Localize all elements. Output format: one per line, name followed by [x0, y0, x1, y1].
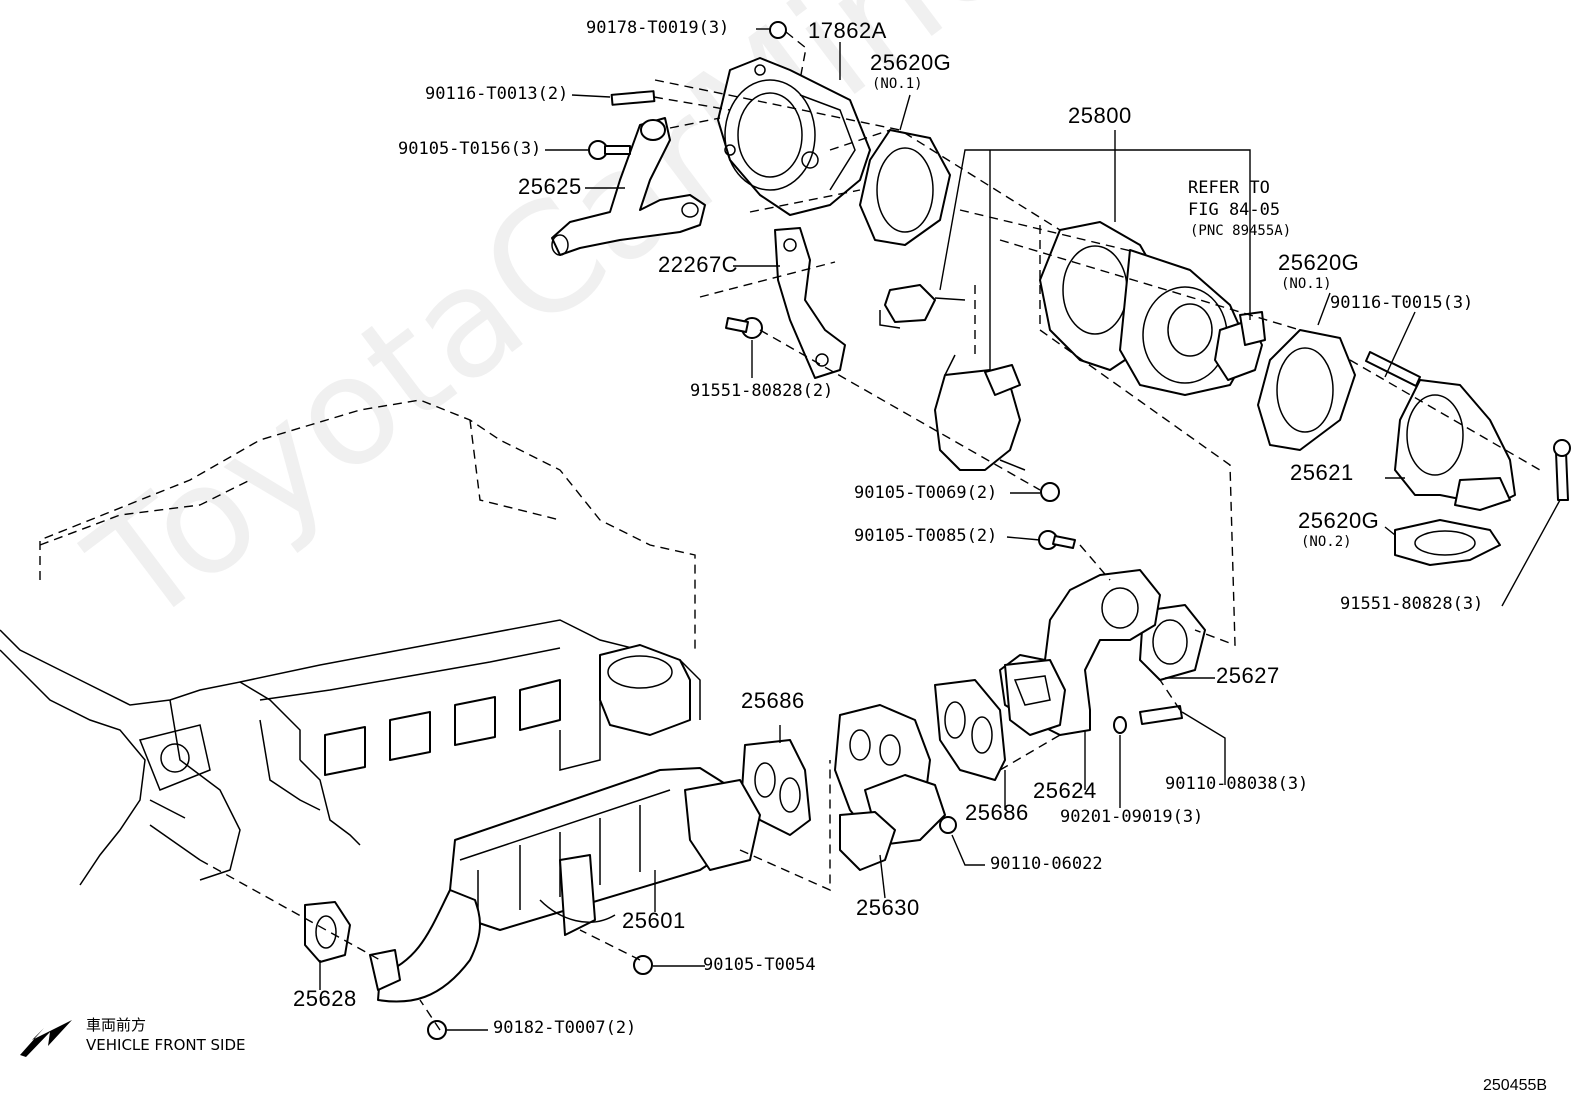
label-90116-t0013: 90116-T0013(2) [425, 84, 569, 104]
part-25621-pipe [1394, 379, 1516, 511]
refer-line-3: (PNC 89455A) [1190, 223, 1292, 239]
label-25601: 25601 [622, 908, 686, 933]
refer-line-1: REFER TO [1188, 178, 1270, 198]
part-25627 [1139, 604, 1206, 681]
fasteners [427, 21, 1571, 1040]
part-25620g-right [1257, 329, 1356, 451]
vehicle-front-side-note: 車両前方 VEHICLE FRONT SIDE [86, 1015, 246, 1055]
part-vsv [879, 284, 1026, 471]
label-22267c: 22267C [658, 252, 739, 277]
label-25620g-right-sub: (NO.1) [1281, 276, 1332, 292]
label-25620g-no2-sub: (NO.2) [1301, 534, 1352, 550]
label-91551-80828-3: 91551-80828(3) [1340, 594, 1484, 614]
part-25620g-top [859, 129, 951, 246]
part-25620g-no2 [1394, 519, 1501, 566]
part-22267c [774, 227, 846, 379]
figure-id: 250455B [1483, 1077, 1548, 1094]
label-25620g-top: 25620G [870, 50, 952, 75]
label-90110-06022: 90110-06022 [990, 854, 1103, 874]
part-25625 [551, 117, 706, 256]
part-25624-pipe [999, 569, 1161, 736]
front-side-en: VEHICLE FRONT SIDE [86, 1036, 246, 1054]
label-90178-t0019: 90178-T0019(3) [586, 18, 730, 38]
leader-lines [319, 28, 1561, 1031]
front-direction-arrow-icon [20, 1020, 72, 1057]
label-90116-t0015: 90116-T0015(3) [1330, 293, 1474, 313]
front-side-jp: 車両前方 [86, 1016, 147, 1034]
label-25628: 25628 [293, 986, 357, 1011]
label-25620g-top-sub: (NO.1) [872, 76, 923, 92]
label-25620g-right: 25620G [1278, 250, 1360, 275]
label-25686-b: 25686 [965, 800, 1029, 825]
label-90105-t0156: 90105-T0156(3) [398, 139, 542, 159]
part-25601-egr-cooler [369, 767, 761, 1003]
label-25627: 25627 [1216, 663, 1280, 688]
part-17862a [717, 57, 871, 216]
part-25630-valve [834, 704, 946, 871]
label-90182-t0007: 90182-T0007(2) [493, 1018, 637, 1038]
label-90105-t0069: 90105-T0069(2) [854, 483, 998, 503]
label-25686-a: 25686 [741, 688, 805, 713]
label-25625: 25625 [518, 174, 582, 199]
label-90105-t0085: 90105-T0085(2) [854, 526, 998, 546]
engine-block [0, 399, 701, 886]
label-90110-08038: 90110-08038(3) [1165, 774, 1309, 794]
label-25621: 25621 [1290, 460, 1354, 485]
label-25624: 25624 [1033, 778, 1097, 803]
label-90201-09019: 90201-09019(3) [1060, 807, 1204, 827]
refer-line-2: FIG 84-05 [1188, 200, 1281, 220]
label-90105-t0054: 90105-T0054 [703, 955, 816, 975]
label-17862a: 17862A [808, 18, 887, 43]
label-25630: 25630 [856, 895, 920, 920]
assembly-lines [199, 31, 1541, 1031]
label-25800: 25800 [1068, 103, 1132, 128]
label-25620g-no2: 25620G [1298, 508, 1380, 533]
part-25800-egr-valve [1039, 221, 1266, 396]
label-91551-80828-2: 91551-80828(2) [690, 381, 834, 401]
part-25628 [304, 901, 351, 963]
